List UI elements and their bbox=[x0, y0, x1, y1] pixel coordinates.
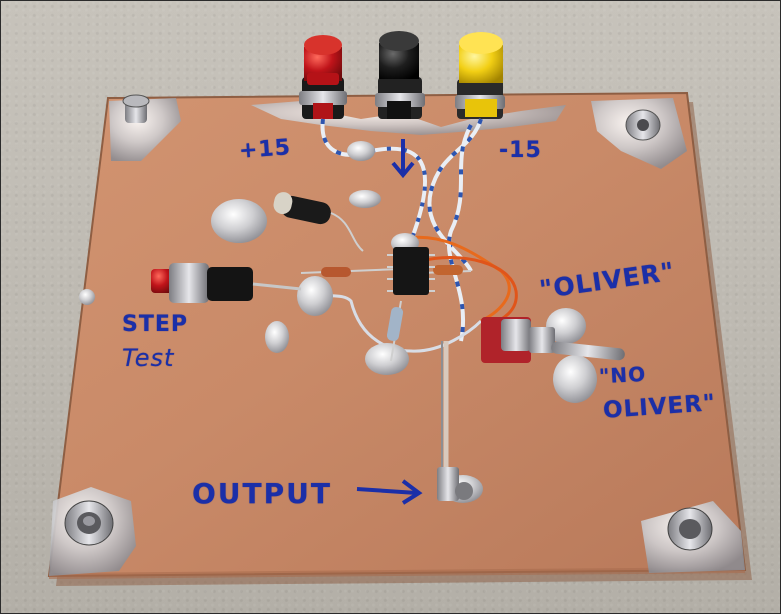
standoff-bottom-right bbox=[641, 501, 745, 573]
output-label: OUTPUT bbox=[192, 477, 332, 510]
ic-chip bbox=[387, 247, 435, 295]
toggle-switch bbox=[481, 317, 625, 363]
standoff-top-right bbox=[591, 98, 687, 169]
down-arrow-icon bbox=[391, 139, 415, 179]
right-arrow-icon bbox=[356, 479, 423, 505]
step-label: STEP bbox=[122, 312, 189, 337]
plus-15-label: +15 bbox=[238, 135, 292, 164]
resistor-1 bbox=[300, 267, 402, 277]
push-button bbox=[151, 263, 302, 303]
resistor-3 bbox=[420, 265, 472, 275]
binding-post-black bbox=[375, 31, 425, 119]
standoff-bottom-left bbox=[49, 487, 136, 576]
standoff-top-left bbox=[109, 94, 181, 161]
no-label: "NO bbox=[598, 361, 647, 389]
test-label: Test bbox=[122, 344, 175, 372]
minus-15-label: -15 bbox=[499, 138, 542, 163]
resistor-2 bbox=[386, 300, 404, 362]
binding-post-yellow bbox=[455, 32, 505, 119]
binding-post-red bbox=[299, 35, 347, 119]
diode-component bbox=[273, 192, 364, 252]
